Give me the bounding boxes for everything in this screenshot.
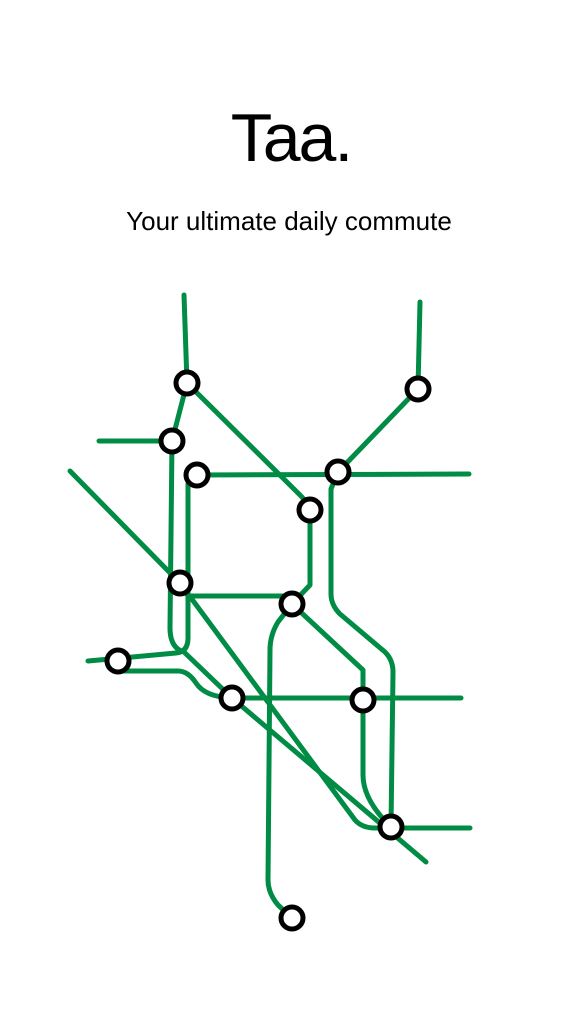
transit-line [177, 580, 295, 599]
station-icon [218, 684, 246, 712]
transit-line [85, 472, 200, 664]
station-icon [404, 375, 432, 403]
station-icon [278, 590, 306, 618]
station-icon [296, 496, 324, 524]
station-icon [104, 647, 132, 675]
app-tagline: Your ultimate daily commute [126, 206, 452, 236]
station-icon [158, 427, 186, 455]
station-icon [183, 461, 211, 489]
station-icon [173, 369, 201, 397]
station-icon [278, 904, 306, 932]
station-icon [166, 569, 194, 597]
station-icon [324, 458, 352, 486]
transit-lines [67, 292, 473, 921]
transit-line [115, 658, 464, 701]
app-title: Taa. [230, 100, 354, 176]
stations [104, 369, 432, 932]
station-icon [377, 813, 405, 841]
transit-line [265, 601, 295, 921]
transit-line [328, 469, 396, 830]
transit-line [67, 468, 473, 831]
station-icon [349, 686, 377, 714]
